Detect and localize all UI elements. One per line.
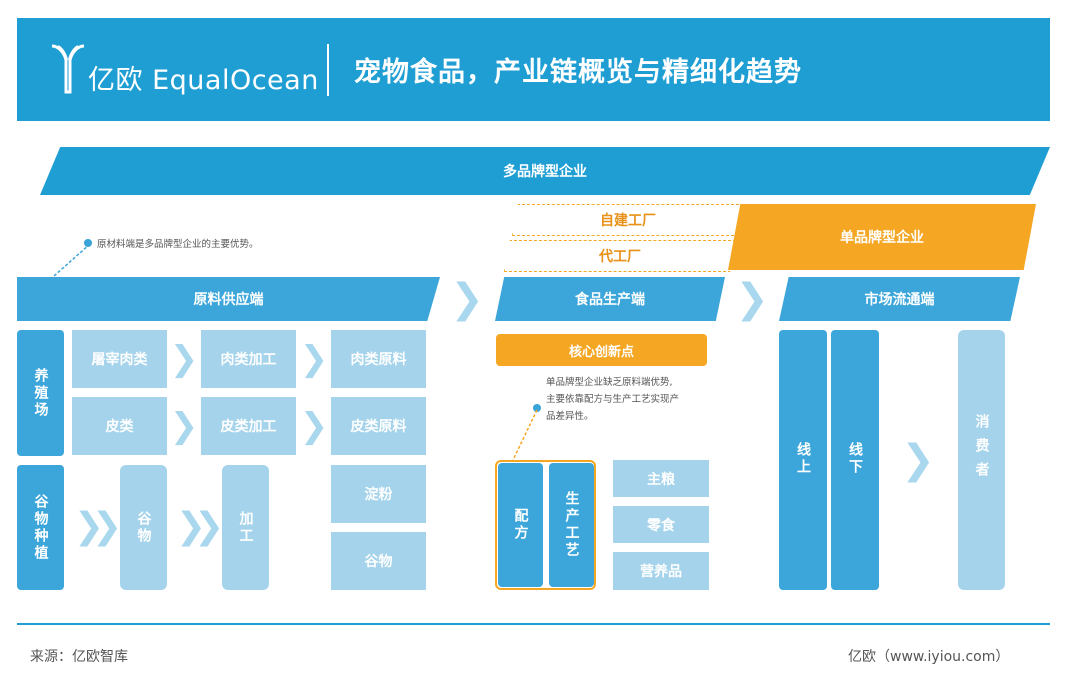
single-brand-note: 单品牌型企业缺乏原料端优势, 主要依靠配方与生产工艺实现产 品差异性。 — [546, 377, 680, 422]
chevron-right-icon: ❯ — [299, 406, 329, 446]
raw-note: 原材料端是多品牌型企业的主要优势。 — [97, 239, 259, 250]
logo-text: 亿欧 EqualOcean — [88, 65, 319, 96]
slaughter-box: 屠宰肉类 — [72, 330, 167, 388]
meat-material-box: 肉类原料 — [331, 330, 426, 388]
single-brand-box: 单品牌型企业 — [728, 204, 1036, 270]
double-chevron-icon: ❯❯ — [175, 506, 224, 547]
chevron-right-icon: ❯ — [901, 437, 935, 483]
hide-processing-box: 皮类加工 — [201, 397, 296, 455]
footer-divider — [17, 623, 1050, 625]
chevron-right-icon: ❯ — [169, 339, 199, 379]
consumer-box: 消费者 — [958, 330, 1005, 590]
logo-icon — [51, 44, 85, 94]
note-dot — [84, 239, 92, 247]
header-divider — [327, 44, 329, 96]
online-box: 线上 — [779, 330, 827, 590]
multi-brand-banner: 多品牌型企业 — [40, 147, 1050, 195]
note-connector — [512, 409, 538, 461]
chevron-right-icon: ❯ — [450, 276, 484, 322]
self-built-factory-box: 自建工厂 — [512, 204, 744, 236]
chevron-right-icon: ❯ — [735, 276, 769, 322]
snack-box: 零食 — [613, 506, 709, 543]
core-innovation-badge: 核心创新点 — [496, 334, 707, 366]
farm-box: 养殖场 — [17, 330, 64, 456]
hide-material-box: 皮类原料 — [331, 397, 426, 455]
process-box: 生产工艺 — [549, 463, 594, 587]
hide-box: 皮类 — [72, 397, 167, 455]
note-dot — [533, 404, 541, 412]
meat-processing-box: 肉类加工 — [201, 330, 296, 388]
section-food-production: 食品生产端 — [495, 277, 725, 321]
oem-factory-box: 代工厂 — [504, 240, 736, 272]
header-bar — [17, 18, 1050, 121]
site-text: 亿欧（www.iyiou.com） — [848, 649, 1010, 665]
note-connector — [53, 243, 91, 277]
grain-box: 谷物 — [120, 465, 167, 590]
formula-box: 配方 — [498, 463, 543, 587]
chevron-right-icon: ❯ — [169, 406, 199, 446]
double-chevron-icon: ❯❯ — [73, 506, 122, 547]
section-market: 市场流通端 — [779, 277, 1020, 321]
grain-processing-box: 加工 — [222, 465, 269, 590]
page-title: 宠物食品，产业链概览与精细化趋势 — [354, 57, 802, 88]
chevron-right-icon: ❯ — [299, 339, 329, 379]
grain-material-box: 谷物 — [331, 532, 426, 590]
nutrition-box: 营养品 — [613, 552, 709, 590]
offline-box: 线下 — [831, 330, 879, 590]
starch-box: 淀粉 — [331, 465, 426, 523]
grain-planting-box: 谷物种植 — [17, 465, 64, 590]
staple-box: 主粮 — [613, 460, 709, 497]
source-text: 来源：亿欧智库 — [30, 649, 128, 665]
section-raw-supply: 原料供应端 — [17, 277, 440, 321]
formula-process-group — [495, 460, 596, 590]
